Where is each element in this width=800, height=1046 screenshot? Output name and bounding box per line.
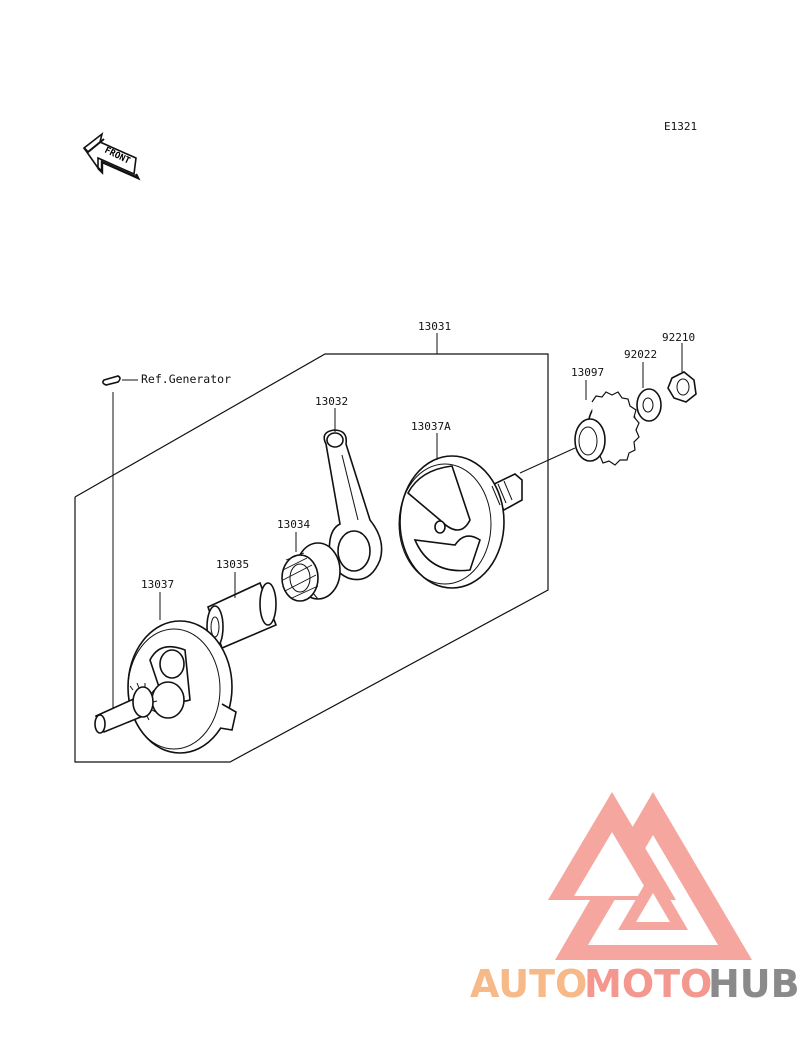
watermark-logo [548, 792, 752, 960]
woodruff-key [102, 375, 121, 386]
left-crank-flywheel [94, 620, 237, 754]
watermark-moto: MOTO [584, 962, 712, 1006]
nut [667, 371, 697, 403]
part-label-13037A: 13037A [411, 420, 451, 433]
right-crank-flywheel [398, 455, 523, 589]
connecting-rod [323, 429, 383, 581]
crankshaft-gear [574, 391, 640, 466]
front-arrow-icon: FRONT [82, 131, 141, 181]
washer [636, 388, 662, 422]
needle-bearing [281, 542, 341, 602]
assembly-box [74, 353, 549, 763]
watermark-hub: HUB [708, 962, 800, 1006]
crank-pin [206, 581, 278, 650]
part-label-13032: 13032 [315, 395, 348, 408]
part-label-13097: 13097 [571, 366, 604, 379]
part-label-13037: 13037 [141, 578, 174, 591]
part-label-13034: 13034 [277, 518, 310, 531]
watermark-auto: AUTO [470, 962, 587, 1006]
ref-generator-label: Ref.Generator [141, 372, 231, 386]
diagram-code: E1321 [664, 120, 697, 133]
part-label-13031: 13031 [418, 320, 451, 333]
part-label-13035: 13035 [216, 558, 249, 571]
part-label-92210: 92210 [662, 331, 695, 344]
part-label-92022: 92022 [624, 348, 657, 361]
